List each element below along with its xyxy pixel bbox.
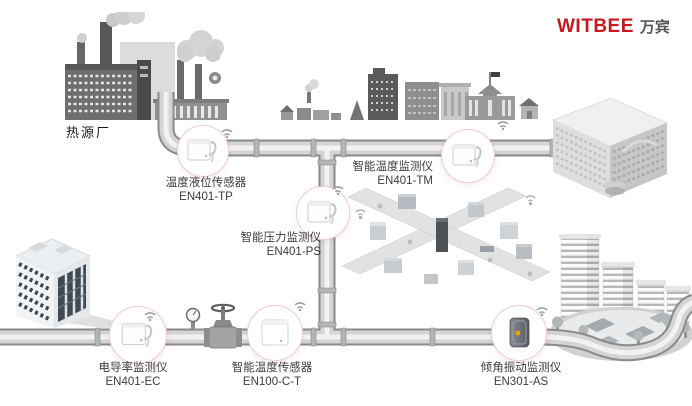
sensor-label-en401-tm: 智能温度监测仪 EN401-TM xyxy=(333,160,434,188)
temperature-monitor-device xyxy=(452,144,482,168)
temperature-sensor-device xyxy=(261,319,289,346)
wifi-icon xyxy=(536,307,548,317)
sensor-model: EN401-TP xyxy=(179,191,233,203)
sensor-badge-en100-c-t xyxy=(247,305,303,361)
midrise-buildings xyxy=(405,82,471,120)
heat-source-label: 热源厂 xyxy=(66,125,112,140)
skyline-illustration xyxy=(65,12,515,120)
liquid-level-sensor-device xyxy=(187,139,217,163)
wifi-icon xyxy=(497,121,509,131)
wifi-icon xyxy=(144,312,156,322)
sensor-name: 智能温度传感器 xyxy=(231,362,313,374)
town-buildings xyxy=(280,79,364,120)
conductivity-monitor-device xyxy=(121,322,153,348)
district-wifi-icons xyxy=(355,195,536,220)
sensor-badge-en401-tp xyxy=(177,125,229,177)
valve xyxy=(204,303,242,349)
sensor-badge-en301-as xyxy=(491,305,547,361)
sensor-name: 智能温度监测仪 xyxy=(352,161,434,173)
sensor-badge-en401-ps xyxy=(296,186,350,240)
district-blocks xyxy=(370,194,532,284)
sensor-model: EN401-TM xyxy=(377,175,433,187)
sensor-label-en100-c-t: 智能温度传感器 EN100-C-T xyxy=(232,361,313,389)
wifi-icon xyxy=(332,186,344,196)
wifi-icon xyxy=(221,129,233,139)
sensor-model: EN301-AS xyxy=(493,376,549,388)
sensor-name: 智能压力监测仪 xyxy=(240,232,322,244)
office-building-illustration xyxy=(519,97,669,198)
sensor-name: 温度液位传感器 xyxy=(165,177,247,189)
sensor-name: 电导率监测仪 xyxy=(98,362,168,374)
sensor-model: EN401-PS xyxy=(266,246,321,258)
wifi-icon xyxy=(294,302,306,312)
heat-plant-building xyxy=(65,12,151,120)
district-map-illustration xyxy=(341,187,551,284)
civic-building xyxy=(465,72,515,120)
pressure-gauge xyxy=(185,307,201,330)
campus-building-illustration xyxy=(15,238,132,328)
pressure-monitor-device xyxy=(307,201,337,225)
sensor-label-en401-ec: 电导率监测仪 EN401-EC xyxy=(99,361,168,389)
sensor-label-en301-as: 倾角振动监测仪 EN301-AS xyxy=(481,361,562,389)
brand-name: WITBEE xyxy=(557,16,634,37)
sensor-badge-en401-ec xyxy=(109,306,167,364)
brand-logo: WITBEE 万宾 xyxy=(557,16,670,38)
sensor-model: EN100-C-T xyxy=(242,376,302,388)
sensor-name: 倾角振动监测仪 xyxy=(480,362,562,374)
pipe-collars xyxy=(94,138,556,347)
sensor-model: EN401-EC xyxy=(105,376,161,388)
sensor-label-en401-tp: 温度液位传感器 EN401-TP xyxy=(166,176,247,204)
sensor-badge-en401-tm xyxy=(441,129,495,183)
tilt-vibration-device xyxy=(509,317,530,348)
sensor-label-en401-ps: 智能压力监测仪 EN401-PS xyxy=(221,231,322,259)
highrise-building xyxy=(368,68,398,120)
brand-name-cn: 万宾 xyxy=(639,19,670,36)
